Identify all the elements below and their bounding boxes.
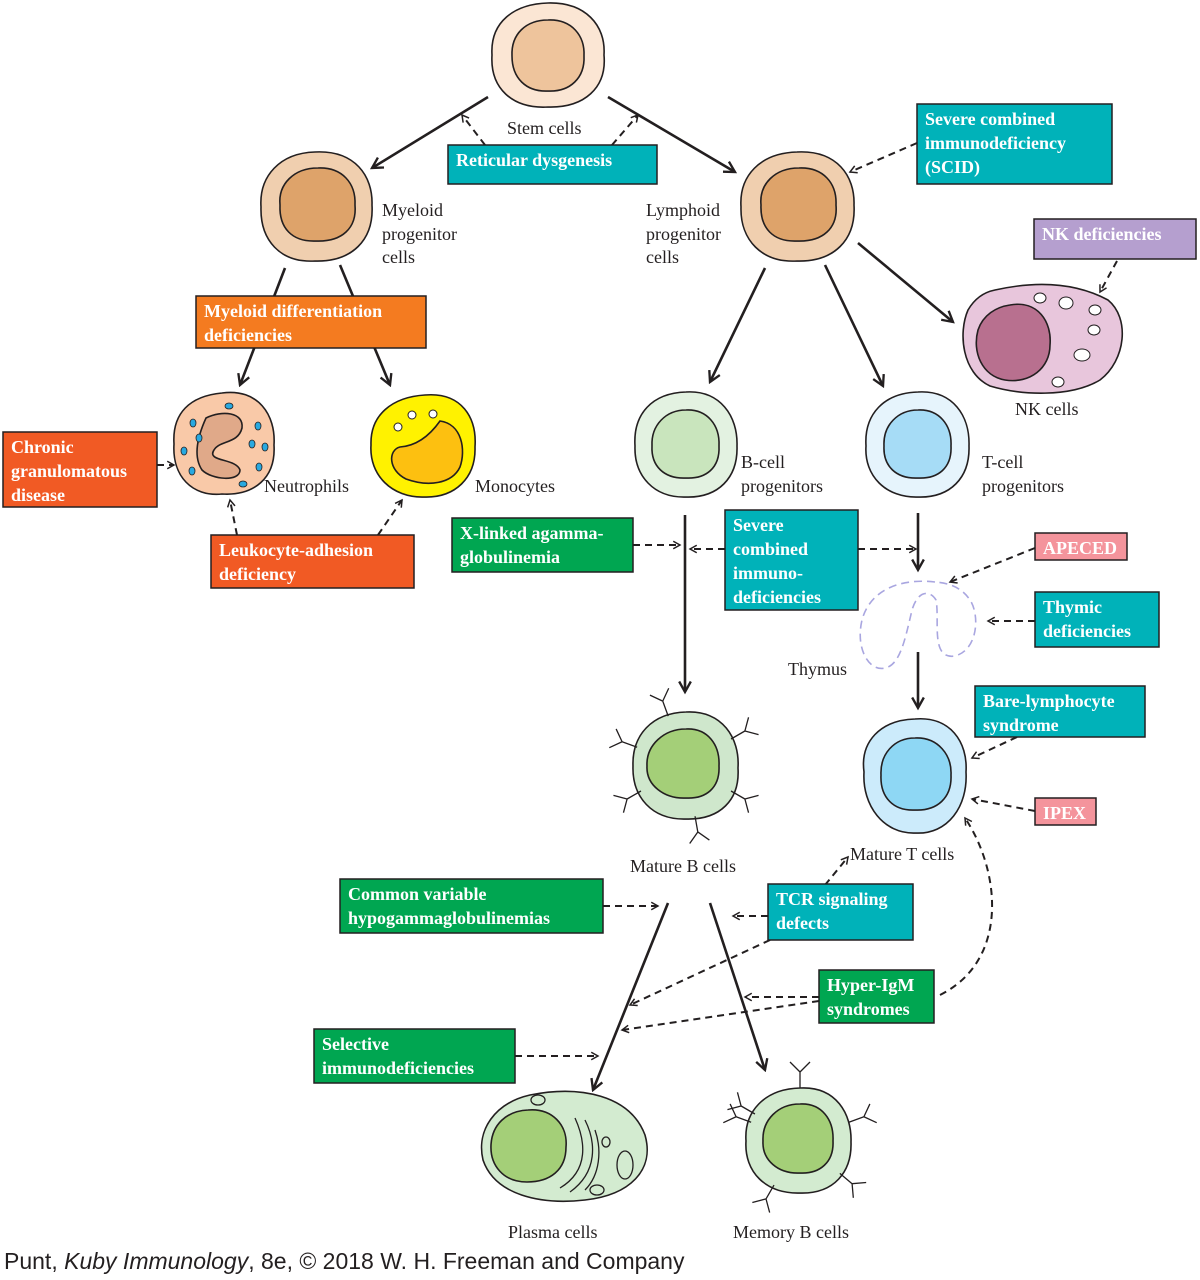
label-memory-b-cells: Memory B cells bbox=[733, 1222, 849, 1242]
deficiency-box-bg bbox=[818, 969, 935, 1024]
deficiency-box-bg bbox=[2, 431, 158, 508]
antibody-icon bbox=[649, 688, 670, 717]
deficiency-label: APECED bbox=[1043, 538, 1117, 558]
copyright-credit: Punt, Kuby Immunology, 8e, © 2018 W. H. … bbox=[4, 1248, 684, 1275]
deficiency-box-xla: X-linked agamma-globulinemia bbox=[451, 517, 634, 573]
deficiency-box-bg bbox=[313, 1028, 516, 1084]
antibody-icon bbox=[609, 728, 638, 749]
deficiency-box-nk: NK deficiencies bbox=[1033, 218, 1197, 260]
myeloid-progenitor-cell bbox=[260, 151, 373, 262]
antibody-icon bbox=[730, 790, 759, 813]
stem-cell bbox=[491, 2, 605, 108]
antibody-icon bbox=[839, 1172, 867, 1198]
deficiency-box-bg bbox=[767, 883, 914, 941]
label-mature-t-cells: Mature T cells bbox=[850, 844, 954, 864]
plasma-cell bbox=[480, 1090, 648, 1203]
monocyte-cell bbox=[370, 394, 476, 498]
label-monocytes: Monocytes bbox=[475, 476, 555, 496]
nk-cell bbox=[962, 283, 1124, 394]
antibody-receptors bbox=[609, 688, 877, 1213]
antibody-icon bbox=[723, 1103, 752, 1124]
deficiency-box-bg bbox=[1034, 532, 1128, 561]
antibody-icon bbox=[613, 790, 642, 813]
deficiency-box-bg bbox=[724, 509, 859, 611]
deficiency-box-bg bbox=[451, 517, 634, 573]
deficiency-box-reticular: Reticular dysgenesis bbox=[447, 144, 658, 185]
t-cell-progenitor bbox=[865, 391, 970, 498]
deficiency-box-bg bbox=[1034, 797, 1097, 826]
credit-publisher: , 8e, © 2018 W. H. Freeman and Company bbox=[248, 1248, 685, 1274]
neutrophil-cell bbox=[173, 391, 275, 495]
label-stem-cells: Stem cells bbox=[507, 118, 582, 138]
antibody-icon bbox=[689, 816, 710, 844]
deficiency-label: Reticular dysgenesis bbox=[456, 150, 612, 170]
lymphoid-progenitor-cell bbox=[740, 151, 855, 262]
label-mature-b-cells: Mature B cells bbox=[630, 856, 736, 876]
antibody-icon bbox=[730, 717, 759, 740]
deficiency-box-apeced: APECED bbox=[1034, 532, 1128, 561]
mature-b-cell bbox=[632, 711, 739, 820]
mature-t-cell bbox=[862, 718, 967, 834]
deficiency-label: X-linked agamma-globulinemia bbox=[460, 523, 604, 567]
label-thymus: Thymus bbox=[788, 659, 847, 679]
thymus-outline bbox=[859, 580, 977, 670]
deficiency-label: IPEX bbox=[1043, 803, 1086, 823]
label-plasma-cells: Plasma cells bbox=[508, 1222, 597, 1242]
deficiency-box-bg bbox=[339, 878, 604, 934]
b-cell-progenitor bbox=[634, 391, 738, 498]
credit-authors: Punt, bbox=[4, 1248, 65, 1274]
memory-b-cell bbox=[745, 1087, 852, 1194]
deficiency-label: NK deficiencies bbox=[1042, 224, 1161, 244]
deficiency-box-bg bbox=[974, 685, 1146, 738]
deficiency-box-bg bbox=[210, 534, 415, 589]
antibody-icon bbox=[789, 1061, 811, 1088]
deficiency-box-bg bbox=[195, 295, 427, 349]
deficiency-box-bg bbox=[1033, 218, 1197, 260]
deficiency-box-bg bbox=[1034, 591, 1160, 648]
deficiency-box-bg bbox=[447, 144, 658, 185]
antibody-icon bbox=[848, 1103, 877, 1124]
deficiency-box-bg bbox=[916, 103, 1113, 185]
antibody-icon bbox=[727, 1092, 756, 1115]
deficiency-block-arrows bbox=[157, 115, 1118, 1056]
label-neutrophils: Neutrophils bbox=[264, 476, 349, 496]
label-nk-cells: NK cells bbox=[1015, 399, 1078, 419]
deficiency-box-ipex: IPEX bbox=[1034, 797, 1097, 826]
antibody-icon bbox=[752, 1184, 775, 1213]
credit-book-title: Kuby Immunology bbox=[64, 1248, 249, 1274]
